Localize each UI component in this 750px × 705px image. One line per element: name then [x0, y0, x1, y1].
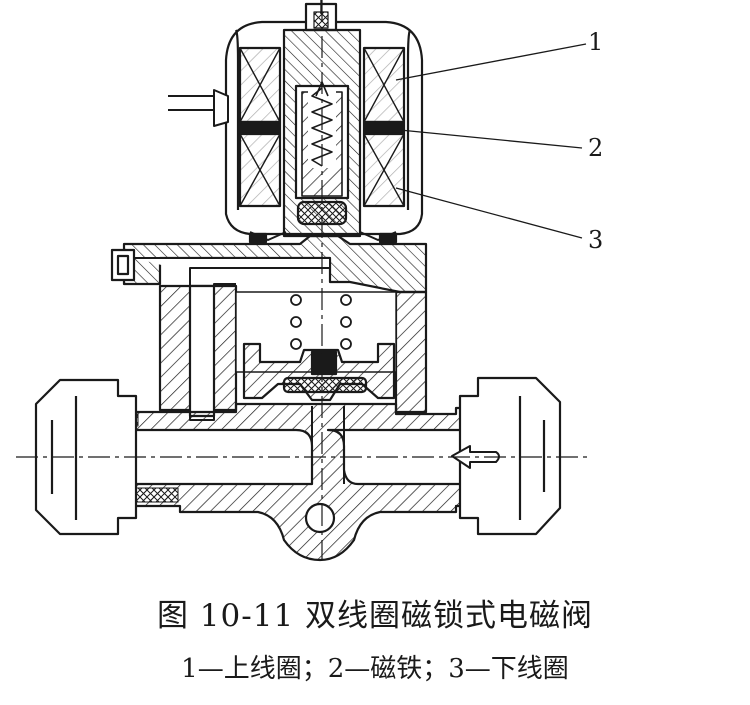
lower-coil-right — [362, 132, 406, 208]
magnet-left — [238, 120, 282, 136]
lead-wires — [168, 89, 229, 127]
upper-coil-right — [362, 46, 406, 124]
bonnet-plate — [110, 234, 428, 294]
figure-caption-title: 图 10-11 双线圈磁锁式电磁阀 — [156, 598, 594, 634]
outlet-nut — [458, 376, 562, 536]
callout-3: 3 — [588, 226, 604, 254]
figure-caption-legend: 1—上线圈；2—磁铁；3—下线圈 — [181, 654, 569, 684]
drain-plug — [304, 502, 336, 534]
callout-2: 2 — [588, 134, 604, 162]
leader-lines — [395, 43, 587, 239]
upper-coil-left — [238, 46, 282, 124]
magnet-right — [362, 120, 406, 136]
inlet-nut — [34, 378, 138, 536]
solenoid-valve-cross-section — [16, 0, 590, 562]
lower-coil-left — [238, 132, 282, 208]
centerlines — [16, 0, 590, 560]
orifice-plug — [310, 350, 338, 376]
chamber-holes — [290, 294, 352, 350]
diaphragm-seal — [282, 376, 368, 394]
callout-1: 1 — [588, 28, 604, 56]
valve-body — [70, 284, 522, 562]
